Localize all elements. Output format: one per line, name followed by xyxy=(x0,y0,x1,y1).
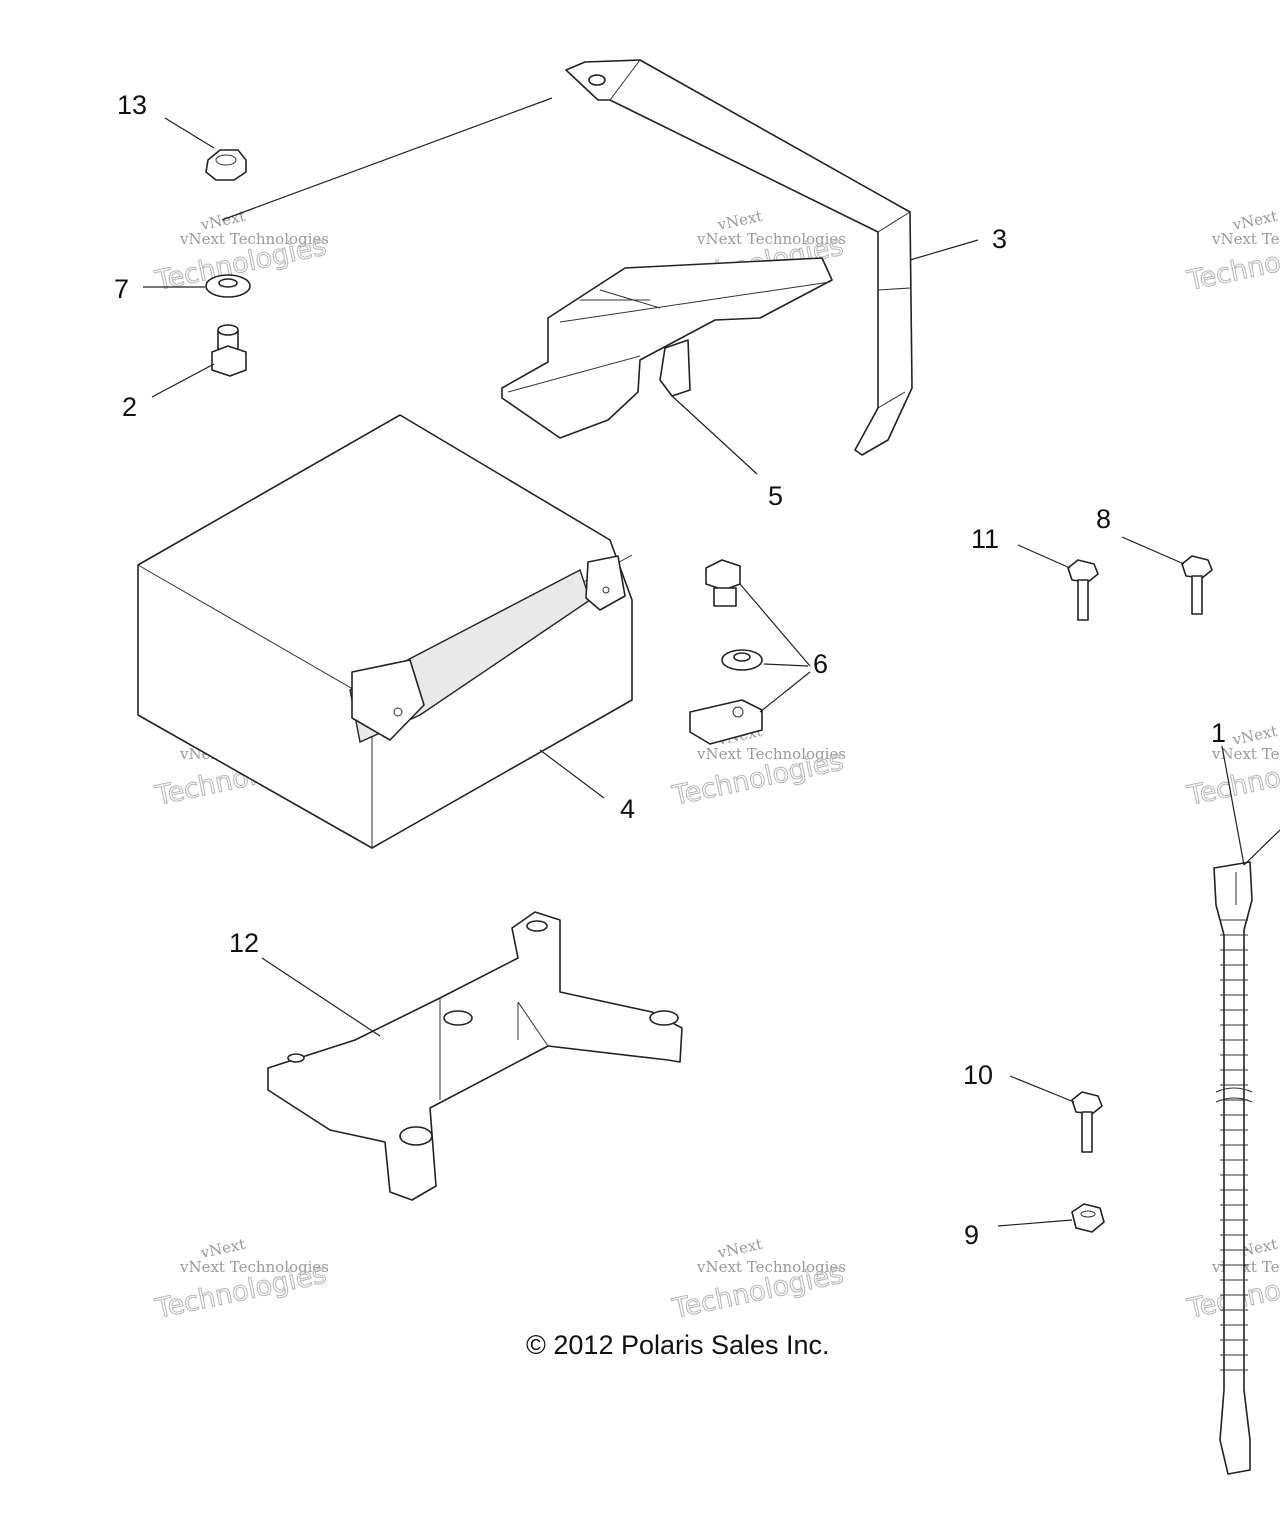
callout-13: 13 xyxy=(117,90,147,120)
battery xyxy=(137,414,633,849)
svg-text:vNext Technologies: vNext Technologies xyxy=(1211,745,1280,763)
battery-tray xyxy=(267,911,683,1201)
bolt-8 xyxy=(1181,555,1213,615)
callout-5: 5 xyxy=(768,481,783,511)
svg-text:vNext Technologies: vNext Technologies xyxy=(179,1258,329,1276)
nut-13 xyxy=(205,149,247,181)
callout-4: 4 xyxy=(620,794,635,824)
callout-6: 6 xyxy=(813,649,828,679)
bolt-11 xyxy=(1067,559,1099,621)
leader-lines xyxy=(143,97,1280,1227)
battery-strap xyxy=(565,59,913,456)
callout-3: 3 xyxy=(992,224,1007,254)
nut-9 xyxy=(1071,1203,1105,1233)
callout-9: 9 xyxy=(964,1220,979,1250)
washer-7 xyxy=(205,274,251,298)
callout-2: 2 xyxy=(122,392,137,422)
svg-text:vNext Technologies: vNext Technologies xyxy=(696,230,846,248)
svg-text:vNext Technologies: vNext Technologies xyxy=(696,1258,846,1276)
callout-11: 11 xyxy=(971,524,999,554)
svg-text:vNext Technologies: vNext Technologies xyxy=(1211,1258,1280,1276)
callout-8: 8 xyxy=(1096,504,1111,534)
callouts: 13 7 2 3 5 6 4 12 11 8 1 10 9 xyxy=(114,90,1226,1250)
bolt-10 xyxy=(1071,1091,1103,1153)
svg-text:vNext Technologies: vNext Technologies xyxy=(1211,230,1280,248)
callout-7: 7 xyxy=(114,274,129,304)
terminal-hardware-6 xyxy=(689,559,763,745)
callout-1: 1 xyxy=(1211,718,1226,748)
strap-retainer xyxy=(501,257,833,439)
callout-10: 10 xyxy=(963,1060,993,1090)
watermark: vNext vNext Technologies Technologies xyxy=(1184,207,1280,298)
svg-text:vNext Technologies: vNext Technologies xyxy=(696,745,846,763)
watermark: vNext vNext Technologies Technologies xyxy=(152,1235,330,1326)
copyright-notice: © 2012 Polaris Sales Inc. xyxy=(526,1330,830,1360)
callout-12: 12 xyxy=(229,928,259,958)
svg-text:vNext Technologies: vNext Technologies xyxy=(179,230,329,248)
bolt-2 xyxy=(211,324,247,377)
vent-hose xyxy=(1213,861,1253,1475)
watermark: vNext vNext Technologies Technologies xyxy=(669,1235,847,1326)
